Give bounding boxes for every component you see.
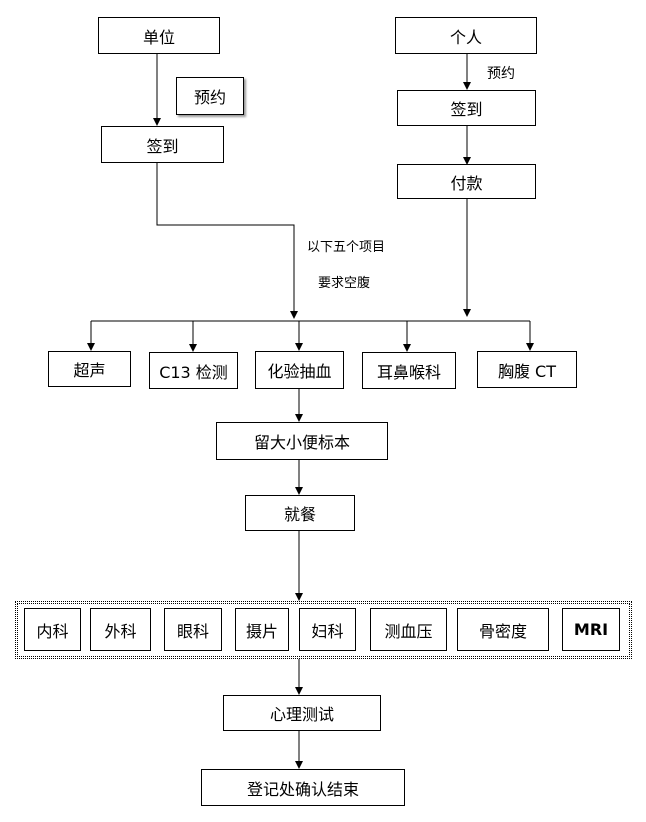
ent-box: 耳鼻喉科 [362,352,456,389]
meal-box: 就餐 [245,495,355,531]
blood-draw-box: 化验抽血 [255,351,344,389]
person-box: 个人 [395,17,537,54]
unit-box: 单位 [98,17,220,54]
fasting-note-line2: 要求空腹 [318,276,371,291]
finish-box: 登记处确认结束 [201,769,405,806]
c13-test-box: C13 检测 [149,352,238,389]
surgery-box: 外科 [90,608,151,651]
sample-box: 留大小便标本 [216,422,388,460]
ultrasound-box: 超声 [48,351,131,387]
payment-box: 付款 [397,164,536,199]
arrow-checkin-to-fasting [156,163,298,319]
blood-pressure-box: 测血压 [370,608,447,651]
gynecology-box: 妇科 [299,608,356,651]
ophthalmology-box: 眼科 [164,608,222,651]
chest-abdomen-ct-box: 胸腹 CT [477,351,577,388]
person-booking-label: 预约 [487,66,515,82]
unit-checkin-box: 签到 [101,126,224,163]
exam-items-group [15,601,632,659]
person-checkin-box: 签到 [397,90,536,126]
bone-density-box: 骨密度 [457,608,549,651]
mri-box: MRI [562,608,620,651]
fasting-note-line1: 以下五个项目 [307,240,386,255]
booking-note-box: 预约 [176,77,244,115]
psych-test-box: 心理测试 [223,695,381,731]
xray-box: 摄片 [235,608,289,651]
internal-medicine-box: 内科 [24,608,81,651]
